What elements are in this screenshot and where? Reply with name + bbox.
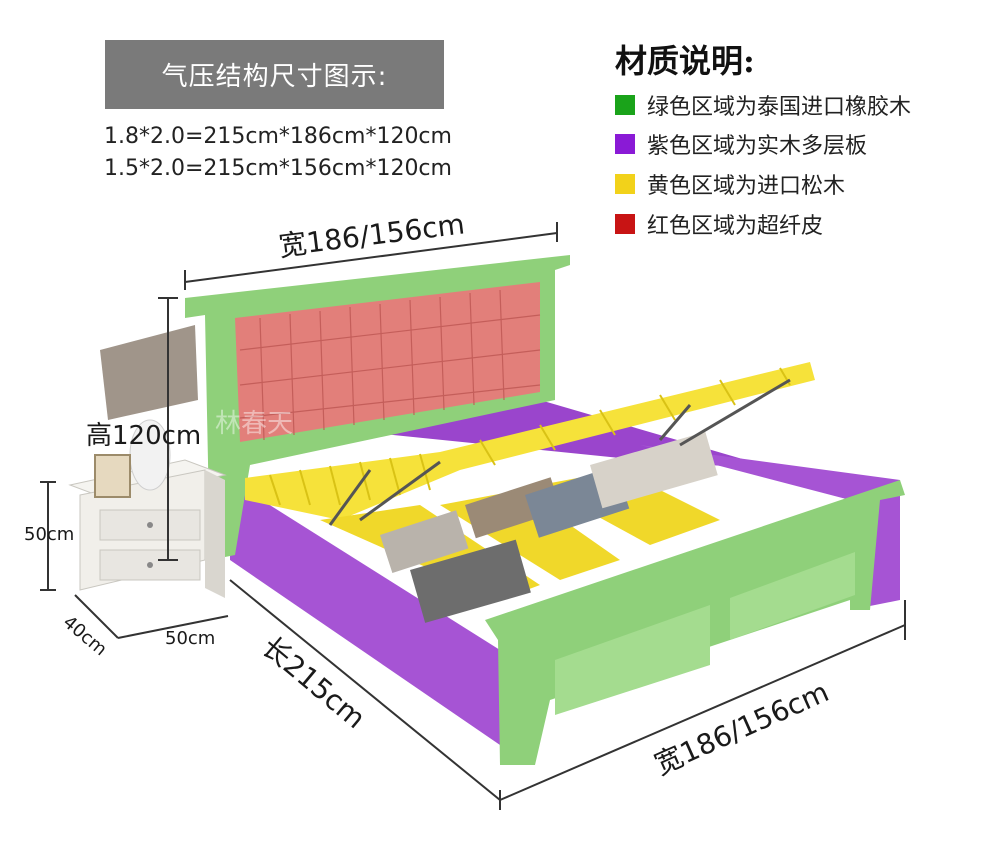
structure-title: 气压结构尺寸图示: — [105, 40, 444, 109]
drawer-knob — [147, 522, 153, 528]
legend-item-red: 红色区域为超纤皮 — [615, 208, 823, 240]
gas-struts — [328, 378, 791, 526]
legend-title: 材质说明: — [615, 42, 755, 80]
dimension-lines — [40, 222, 906, 810]
stored-clothes — [380, 510, 469, 574]
slat-board — [245, 362, 815, 520]
size-spec-2: 1.5*2.0=215cm*156cm*120cm — [104, 156, 452, 181]
headboard-panel — [235, 282, 540, 442]
stored-clothes — [409, 539, 531, 623]
nightstand-height-label: 50cm — [24, 524, 74, 545]
slat-lines — [269, 367, 791, 506]
drawer-knob — [147, 562, 153, 568]
bed-box-left-side — [230, 480, 500, 745]
legend-item-purple: 紫色区域为实木多层板 — [615, 128, 867, 160]
bed-box-right-side — [640, 445, 900, 610]
height-label: 高120cm — [86, 421, 201, 451]
width-bottom-label: 宽186/156cm — [649, 675, 833, 781]
headboard-tufting — [239, 289, 541, 441]
red-swatch — [615, 214, 635, 234]
legend-label: 绿色区域为泰国进口橡胶木 — [647, 95, 912, 120]
length-label: 长215cm — [256, 630, 372, 735]
size-spec-1: 1.8*2.0=215cm*186cm*120cm — [104, 124, 452, 149]
legend-label: 黄色区域为进口松木 — [647, 174, 846, 199]
legend-label: 红色区域为超纤皮 — [647, 214, 824, 239]
nightstand-side — [205, 470, 225, 598]
lamp-shade — [100, 325, 198, 420]
picture-frame — [94, 454, 131, 498]
footboard-panel — [730, 552, 855, 640]
yellow-swatch — [615, 174, 635, 194]
width-top-label: 宽186/156cm — [277, 207, 467, 263]
purple-swatch — [615, 134, 635, 154]
watermark: 林春天 — [215, 409, 293, 439]
footboard-panel — [555, 605, 710, 715]
stored-clothes — [590, 431, 718, 509]
green-swatch — [615, 95, 635, 115]
legend-item-yellow: 黄色区域为进口松木 — [615, 168, 845, 200]
nightstand-depth-label: 40cm — [59, 612, 111, 660]
nightstand-width-label: 50cm — [165, 628, 215, 649]
legend-item-green: 绿色区域为泰国进口橡胶木 — [615, 89, 911, 121]
legend-label: 紫色区域为实木多层板 — [647, 134, 868, 159]
